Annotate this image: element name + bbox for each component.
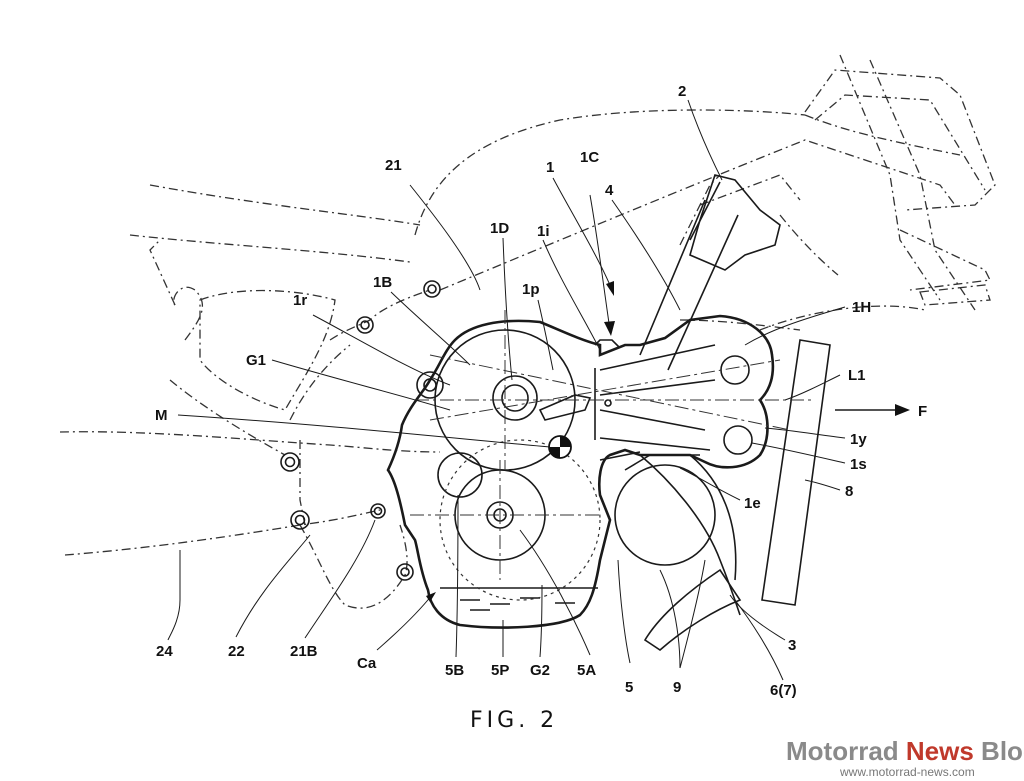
label-1e: 1e — [744, 495, 761, 512]
label-1H: 1H — [852, 299, 871, 316]
label-1i: 1i — [537, 223, 550, 240]
label-M: M — [155, 407, 168, 424]
label-1C: 1C — [580, 149, 599, 166]
forward-arrow — [835, 404, 910, 416]
center-lines — [410, 310, 815, 580]
upper-link — [594, 344, 716, 451]
watermark-brand-part3: Blog — [974, 736, 1024, 766]
label-4: 4 — [605, 182, 614, 199]
vehicle-body-outline — [59, 109, 961, 609]
watermark-brand-part1: Motorrad — [786, 736, 906, 766]
label-5: 5 — [625, 679, 633, 696]
label-G1: G1 — [246, 352, 266, 369]
engine-case — [386, 314, 775, 629]
reference-labels: 2 21 1 1C 4 1D 1i 1B 1p 1r 1H G1 L1 M F … — [155, 83, 927, 699]
label-Ca: Ca — [357, 655, 377, 672]
label-5P: 5P — [491, 662, 509, 679]
label-2: 2 — [678, 83, 686, 100]
label-22: 22 — [228, 643, 245, 660]
watermark-brand: Motorrad News Blog — [786, 736, 1024, 766]
label-1y: 1y — [850, 431, 867, 448]
center-of-gravity-marker — [548, 435, 572, 459]
label-1B: 1B — [373, 274, 392, 291]
label-6-7: 6(7) — [770, 682, 797, 699]
label-1r: 1r — [293, 292, 307, 309]
label-21B: 21B — [290, 643, 318, 660]
front-fork — [639, 174, 781, 371]
radiator — [761, 339, 831, 606]
label-5B: 5B — [445, 662, 464, 679]
gears — [434, 329, 716, 601]
watermark-url: www.motorrad-news.com — [839, 765, 975, 779]
frame-bolts — [280, 280, 441, 581]
label-L1: L1 — [848, 367, 866, 384]
label-1p: 1p — [522, 281, 540, 298]
exhaust-pipe — [639, 454, 742, 652]
label-5A: 5A — [577, 662, 596, 679]
label-G2: G2 — [530, 662, 550, 679]
label-1: 1 — [546, 159, 554, 176]
label-3: 3 — [788, 637, 796, 654]
label-21: 21 — [385, 157, 402, 174]
label-24: 24 — [156, 643, 173, 660]
label-F: F — [918, 403, 927, 420]
fuel-tank-frame — [679, 54, 996, 311]
watermark: Motorrad News Blog www.motorrad-news.com — [786, 736, 1024, 779]
label-8: 8 — [845, 483, 853, 500]
figure-caption: FIG. 2 — [470, 708, 558, 733]
label-1s: 1s — [850, 456, 867, 473]
label-1D: 1D — [490, 220, 509, 237]
watermark-brand-part2: News — [906, 736, 974, 766]
leader-lines — [167, 99, 846, 681]
label-9: 9 — [673, 679, 681, 696]
